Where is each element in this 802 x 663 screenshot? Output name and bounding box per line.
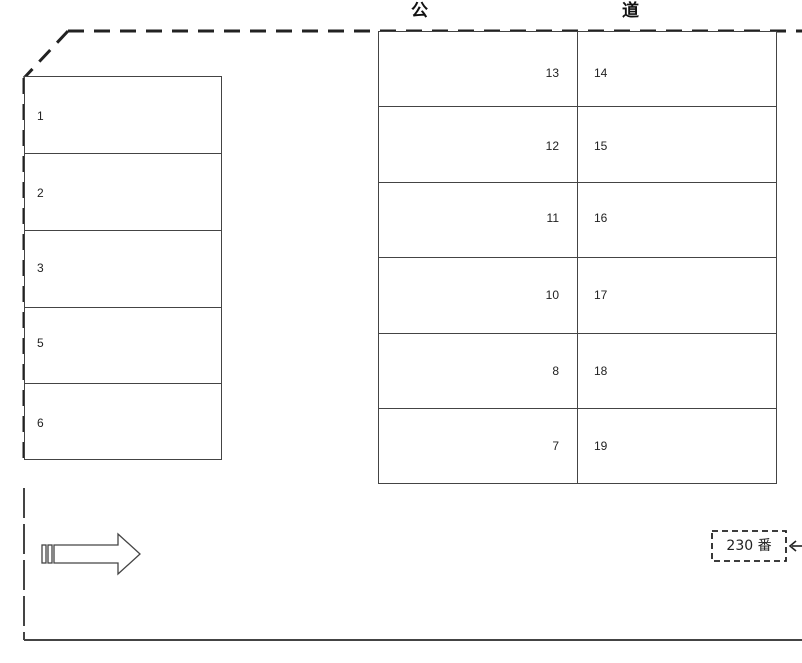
stall-number: 10 [545,288,559,302]
stall-number: 17 [594,288,608,302]
parking-stall-2: 2 [24,153,222,231]
stall-number: 19 [594,439,608,453]
parking-stall-14: 14 [577,31,777,107]
parking-stall-12: 12 [378,106,578,183]
stall-number: 6 [37,416,44,430]
stall-number: 14 [594,66,608,80]
parking-stall-15: 15 [577,106,777,183]
stall-number: 8 [552,364,559,378]
parking-stall-13: 13 [378,31,578,107]
entrance-arrow-icon [41,532,141,576]
stall-number: 11 [546,211,559,225]
road-label-char-2: 道 [622,1,639,21]
parking-stall-19: 19 [577,408,777,484]
parking-stall-1: 1 [24,76,222,154]
parking-stall-8: 8 [378,333,578,409]
lot-tag-box [711,530,787,562]
parking-stall-18: 18 [577,333,777,409]
stall-number: 16 [594,211,608,225]
parking-stall-17: 17 [577,257,777,334]
stall-number: 18 [594,364,608,378]
corner-boundary-line [22,29,70,80]
stall-number: 1 [37,109,44,123]
parking-stall-6: 6 [24,383,222,460]
parking-stall-7: 7 [378,408,578,484]
parking-stall-11: 11 [378,182,578,258]
stall-number: 12 [545,139,559,153]
lot-number-label: 230 番 [726,538,772,554]
parking-stall-3: 3 [24,230,222,308]
stall-number: 5 [37,336,44,350]
stall-number: 3 [37,261,44,275]
parking-stall-16: 16 [577,182,777,258]
stall-number: 15 [594,139,608,153]
stall-number: 2 [37,186,44,200]
stall-number: 7 [552,439,559,453]
road-label-char-1: 公 [411,1,428,21]
pointer-arrow-icon [788,540,802,552]
stall-number: 13 [545,66,559,80]
parking-stall-5: 5 [24,307,222,384]
parking-stall-10: 10 [378,257,578,334]
